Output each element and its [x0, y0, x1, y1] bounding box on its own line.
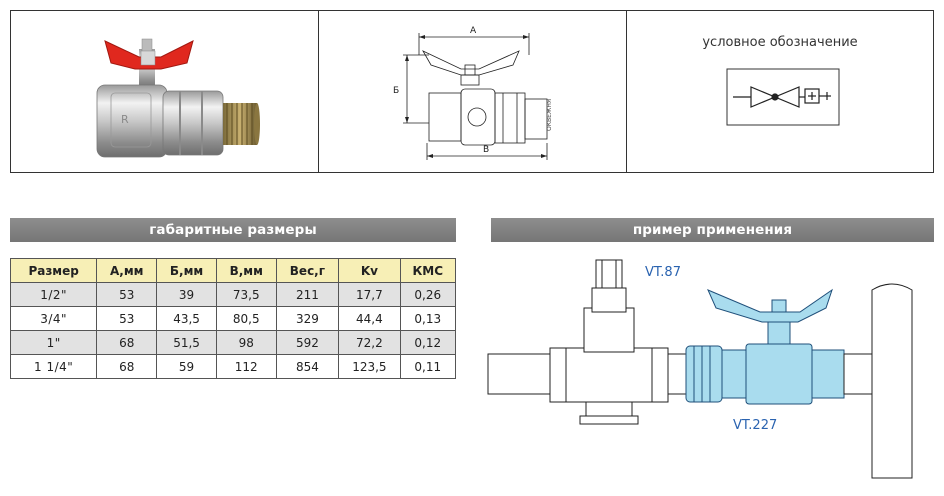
- table-cell: 123,5: [338, 354, 401, 379]
- table-cell: 1/2": [9, 282, 98, 307]
- symbol-caption: условное обозначение: [702, 35, 858, 50]
- table-cell: 592: [275, 330, 340, 355]
- svg-text:ОКВЕЖНЯ: ОКВЕЖНЯ: [546, 99, 553, 131]
- table-cell: 68: [96, 354, 158, 379]
- application-section-title: пример применения: [491, 218, 934, 242]
- table-cell: 73,5: [215, 282, 277, 307]
- valve-symbol: [726, 68, 840, 126]
- product-photo: R: [96, 38, 260, 158]
- svg-text:R: R: [121, 113, 129, 126]
- table-cell: 53: [96, 306, 158, 331]
- col-weight: Вес,г: [275, 258, 340, 283]
- table-cell: 0,26: [399, 282, 457, 307]
- table-cell: 80,5: [215, 306, 277, 331]
- table-row: 1" 68 51,5 98 592 72,2 0,12: [9, 330, 457, 355]
- application-example-drawing: [487, 259, 913, 479]
- table-cell: 1": [9, 330, 98, 355]
- product-photo-cell: R: [11, 11, 319, 172]
- symbol-cell: условное обозначение: [627, 11, 933, 172]
- table-cell: 59: [156, 354, 217, 379]
- col-kms: КМС: [399, 258, 457, 283]
- technical-drawing-cell: А Б В ОКВЕЖНЯ: [319, 11, 627, 172]
- table-cell: 39: [156, 282, 217, 307]
- table-cell: 329: [275, 306, 340, 331]
- table-cell: 53: [96, 282, 158, 307]
- fitting-label: VT.87: [645, 265, 681, 280]
- technical-drawing: А Б В ОКВЕЖНЯ: [393, 26, 553, 160]
- table-row: 3/4" 53 43,5 80,5 329 44,4 0,13: [9, 306, 457, 331]
- col-kv: Kv: [338, 258, 401, 283]
- dimensions-section-title: габаритные размеры: [10, 218, 456, 242]
- table-cell: 98: [215, 330, 277, 355]
- valve-label: VT.227: [733, 418, 778, 433]
- table-cell: 0,13: [399, 306, 457, 331]
- blue-handle: [707, 288, 833, 323]
- top-info-frame: R: [10, 10, 934, 173]
- col-a: А,мм: [96, 258, 158, 283]
- table-cell: 51,5: [156, 330, 217, 355]
- table-cell: 17,7: [338, 282, 401, 307]
- table-row: 1/2" 53 39 73,5 211 17,7 0,26: [9, 282, 457, 307]
- col-b: Б,мм: [156, 258, 217, 283]
- table-cell: 112: [215, 354, 277, 379]
- table-cell: 0,11: [399, 354, 457, 379]
- table-cell: 211: [275, 282, 340, 307]
- table-cell: 3/4": [9, 306, 98, 331]
- dimension-label-b: Б: [393, 86, 399, 96]
- table-cell: 854: [275, 354, 340, 379]
- table-cell: 1 1/4": [9, 354, 98, 379]
- dimension-label-a: А: [470, 26, 477, 36]
- table-cell: 0,12: [399, 330, 457, 355]
- col-v: В,мм: [215, 258, 277, 283]
- table-cell: 72,2: [338, 330, 401, 355]
- table-cell: 43,5: [156, 306, 217, 331]
- table-cell: 68: [96, 330, 158, 355]
- dimensions-table: Размер А,мм Б,мм В,мм Вес,г Kv КМС 1/2" …: [9, 258, 457, 379]
- dimension-label-v: В: [483, 145, 489, 155]
- table-header-row: Размер А,мм Б,мм В,мм Вес,г Kv КМС: [9, 258, 457, 283]
- col-size: Размер: [9, 258, 98, 283]
- table-row: 1 1/4" 68 59 112 854 123,5 0,11: [9, 354, 457, 379]
- table-cell: 44,4: [338, 306, 401, 331]
